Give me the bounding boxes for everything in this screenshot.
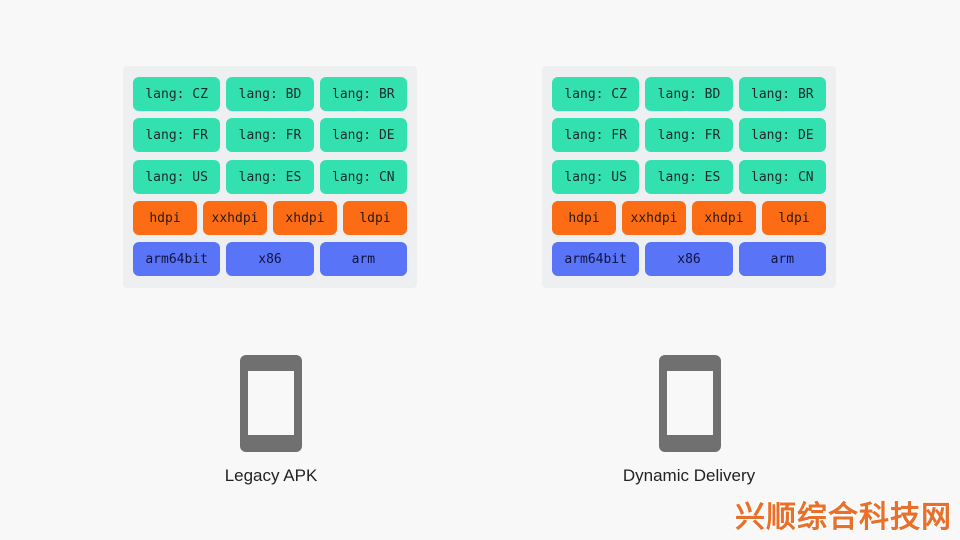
lang-fr-tile: lang: FR: [552, 118, 640, 152]
ldpi-tile: ldpi: [343, 201, 407, 235]
lang-row: lang: US lang: ES lang: CN: [133, 160, 407, 194]
lang-cn-tile: lang: CN: [319, 160, 407, 194]
arm64bit-tile: arm64bit: [133, 242, 221, 276]
lang-es-tile: lang: ES: [645, 160, 733, 194]
watermark: 兴顺综合科技网: [735, 500, 952, 535]
hdpi-tile: hdpi: [133, 201, 197, 235]
abi-row: arm64bit x86 arm: [133, 242, 407, 276]
ldpi-tile: ldpi: [762, 201, 826, 235]
lang-br-tile: lang: BR: [738, 77, 826, 111]
phone-screen: [248, 371, 294, 435]
lang-fr-tile: lang: FR: [645, 118, 733, 152]
xhdpi-tile: xhdpi: [273, 201, 337, 235]
density-row: hdpi xxhdpi xhdpi ldpi: [552, 201, 826, 235]
lang-row: lang: CZ lang: BD lang: BR: [552, 77, 826, 111]
lang-cz-tile: lang: CZ: [552, 77, 640, 111]
abi-row: arm64bit x86 arm: [552, 242, 826, 276]
phone-icon: [240, 355, 302, 452]
lang-row: lang: US lang: ES lang: CN: [552, 160, 826, 194]
lang-de-tile: lang: DE: [738, 118, 826, 152]
lang-row: lang: FR lang: FR lang: DE: [552, 118, 826, 152]
hdpi-tile: hdpi: [552, 201, 616, 235]
lang-fr-tile: lang: FR: [226, 118, 314, 152]
arm-tile: arm: [738, 242, 826, 276]
lang-bd-tile: lang: BD: [226, 77, 314, 111]
lang-bd-tile: lang: BD: [645, 77, 733, 111]
lang-us-tile: lang: US: [133, 160, 221, 194]
lang-us-tile: lang: US: [552, 160, 640, 194]
phone-icon: [659, 355, 721, 452]
lang-row: lang: FR lang: FR lang: DE: [133, 118, 407, 152]
lang-br-tile: lang: BR: [319, 77, 407, 111]
dynamic-delivery-panel: lang: CZ lang: BD lang: BR lang: FR lang…: [542, 66, 836, 288]
x86-tile: x86: [226, 242, 314, 276]
lang-fr-tile: lang: FR: [133, 118, 221, 152]
xxhdpi-tile: xxhdpi: [622, 201, 686, 235]
density-row: hdpi xxhdpi xhdpi ldpi: [133, 201, 407, 235]
arm-tile: arm: [319, 242, 407, 276]
dynamic-delivery-caption: Dynamic Delivery: [622, 466, 756, 485]
lang-cz-tile: lang: CZ: [133, 77, 221, 111]
lang-row: lang: CZ lang: BD lang: BR: [133, 77, 407, 111]
xxhdpi-tile: xxhdpi: [203, 201, 267, 235]
legacy-apk-panel: lang: CZ lang: BD lang: BR lang: FR lang…: [123, 66, 417, 288]
lang-cn-tile: lang: CN: [738, 160, 826, 194]
phone-screen: [667, 371, 713, 435]
lang-de-tile: lang: DE: [319, 118, 407, 152]
legacy-apk-caption: Legacy APK: [224, 466, 318, 485]
arm64bit-tile: arm64bit: [552, 242, 640, 276]
x86-tile: x86: [645, 242, 733, 276]
lang-es-tile: lang: ES: [226, 160, 314, 194]
xhdpi-tile: xhdpi: [692, 201, 756, 235]
